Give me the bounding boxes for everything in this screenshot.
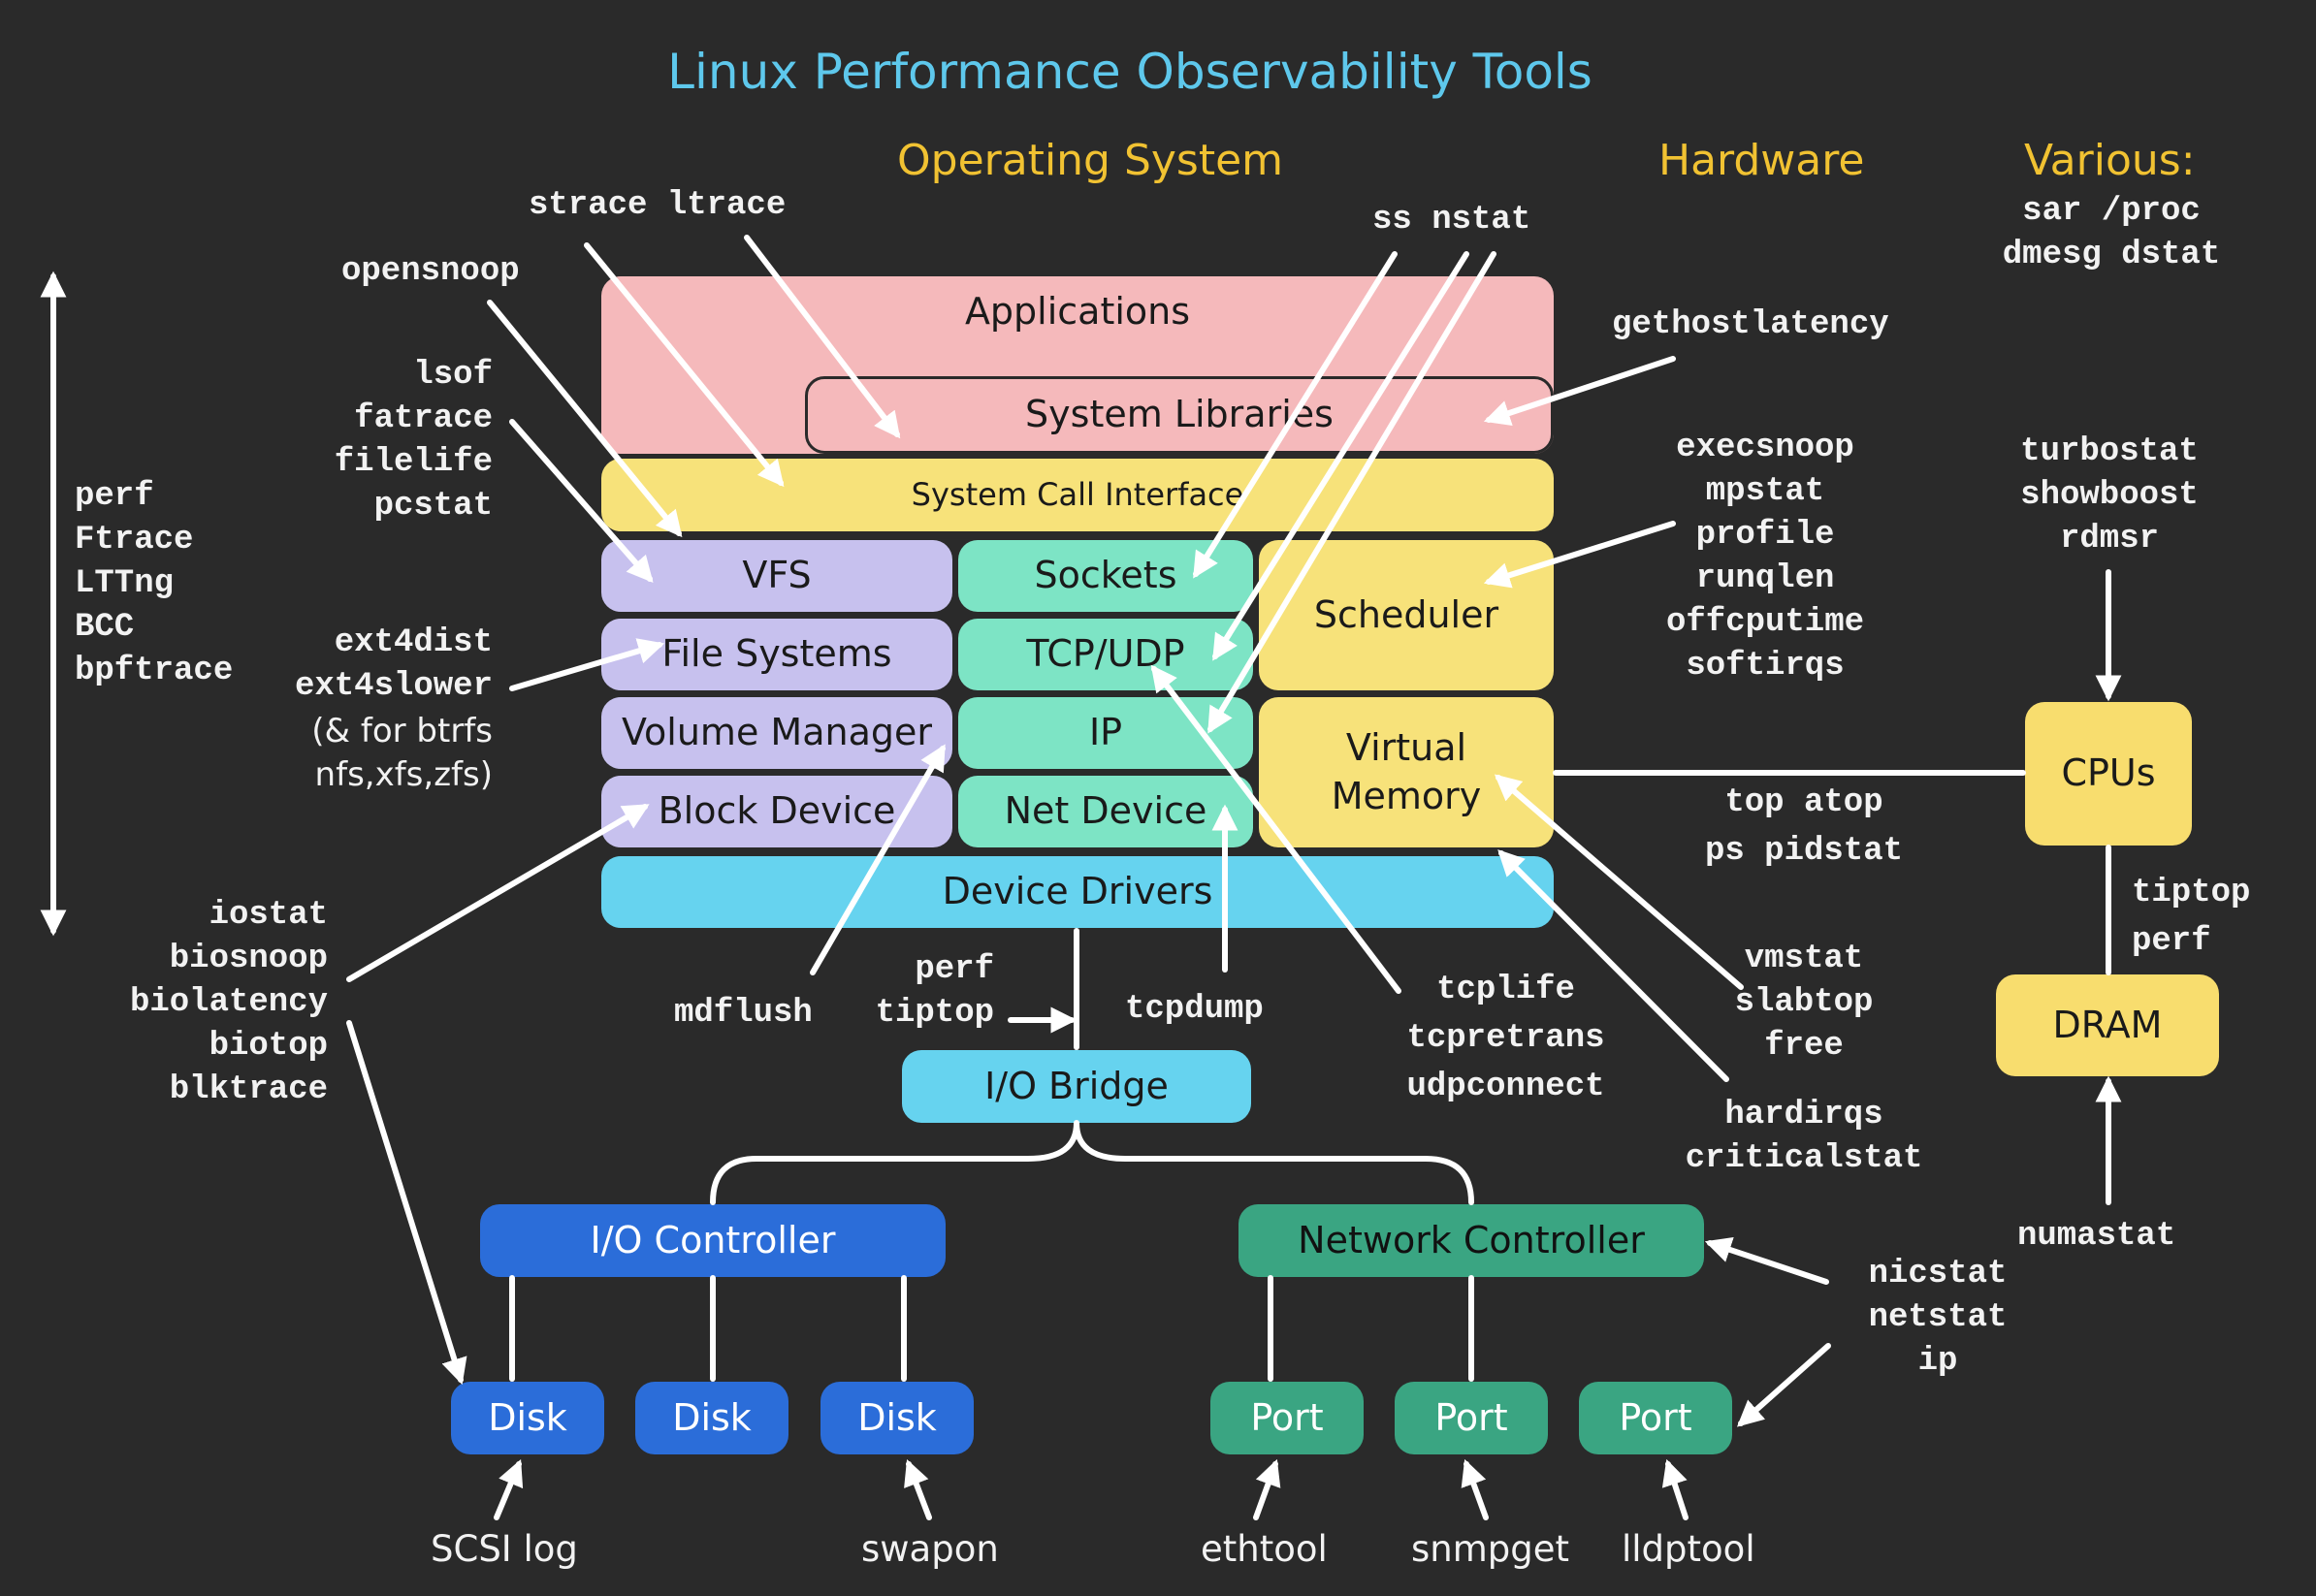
port-box-2: Port <box>1395 1382 1548 1454</box>
port-box-1: Port <box>1210 1382 1364 1454</box>
tcp-udp-label: TCP/UDP <box>1026 632 1185 676</box>
io-controller-box: I/O Controller <box>480 1204 946 1277</box>
ip-layer: IP <box>958 697 1253 769</box>
ethtool-label: ethtool <box>1201 1528 1328 1570</box>
ip-label: IP <box>1088 711 1123 754</box>
scheduler-tools-label: execsnoop mpstat profile runqlen offcput… <box>1665 430 1865 685</box>
port-box-3: Port <box>1579 1382 1732 1454</box>
tcp-tools-label: tcplife tcpretrans udpconnect <box>1406 972 1605 1105</box>
file-systems-layer: File Systems <box>601 619 952 690</box>
scheduler-layer: Scheduler <box>1259 540 1554 690</box>
system-call-interface-layer: System Call Interface <box>601 459 1554 531</box>
ss-nstat-label: ss nstat <box>1372 202 1531 239</box>
irq-tools-label: hardirqs criticalstat <box>1685 1097 1923 1177</box>
heading-various: Various: <box>2024 136 2196 185</box>
virtual-memory-label: Virtual Memory <box>1331 726 1482 817</box>
io-controller-label: I/O Controller <box>590 1218 836 1261</box>
cpu-tools-label: turbostat showboost rdmsr <box>2020 433 2199 558</box>
net-device-layer: Net Device <box>958 776 1253 847</box>
tiptop-perf-label: tiptop perf <box>2132 875 2251 960</box>
port-label: Port <box>1250 1395 1324 1439</box>
net-device-label: Net Device <box>1004 789 1207 833</box>
lsof-group-label: lsof fatrace filelife pcstat <box>334 357 493 525</box>
vfs-label: VFS <box>742 554 812 597</box>
lldptool-label: lldptool <box>1622 1528 1755 1570</box>
vm-tools-label: vmstat slabtop free <box>1734 941 1874 1065</box>
disk-label: Disk <box>857 1395 937 1439</box>
diagram-title: Linux Performance Observability Tools <box>667 44 1592 100</box>
perf-tiptop-label: perf tiptop <box>875 951 994 1032</box>
port-label: Port <box>1434 1395 1508 1439</box>
swapon-label: swapon <box>861 1528 999 1570</box>
scsi-log-label: SCSI log <box>431 1528 578 1570</box>
block-device-label: Block Device <box>658 789 896 833</box>
heading-hardware: Hardware <box>1658 136 1865 185</box>
network-controller-box: Network Controller <box>1238 1204 1704 1277</box>
system-libraries-layer: System Libraries <box>805 376 1554 454</box>
cpus-box: CPUs <box>2025 702 2192 846</box>
network-controller-label: Network Controller <box>1298 1218 1645 1261</box>
cpus-label: CPUs <box>2061 751 2156 795</box>
strace-ltrace-label: strace ltrace <box>529 187 787 224</box>
snmpget-label: snmpget <box>1411 1528 1570 1570</box>
applications-label: Applications <box>964 290 1191 333</box>
virtual-memory-layer: Virtual Memory <box>1259 697 1554 847</box>
disk-box-2: Disk <box>635 1382 788 1454</box>
dram-box: DRAM <box>1996 974 2219 1076</box>
disk-box-1: Disk <box>451 1382 604 1454</box>
various-tools: sar /proc dmesg dstat <box>2002 193 2221 273</box>
numastat-label: numastat <box>2017 1218 2176 1255</box>
net-tools-label: nicstat netstat ip <box>1868 1256 2008 1380</box>
system-call-interface-label: System Call Interface <box>911 475 1244 513</box>
sockets-label: Sockets <box>1034 554 1177 597</box>
scheduler-label: Scheduler <box>1313 592 1499 636</box>
tcp-udp-layer: TCP/UDP <box>958 619 1253 690</box>
tracers-list: perf Ftrace LTTng BCC bpftrace <box>75 478 234 689</box>
dram-label: DRAM <box>2052 1003 2163 1046</box>
tcpdump-label: tcpdump <box>1125 991 1264 1028</box>
system-libraries-label: System Libraries <box>1025 393 1334 436</box>
sockets-layer: Sockets <box>958 540 1253 612</box>
disk-label: Disk <box>488 1395 567 1439</box>
iostat-group-label: iostat biosnoop biolatency biotop blktra… <box>129 897 328 1108</box>
device-drivers-label: Device Drivers <box>942 870 1213 913</box>
mdflush-label: mdflush <box>674 995 813 1032</box>
disk-label: Disk <box>672 1395 752 1439</box>
block-device-layer: Block Device <box>601 776 952 847</box>
ext4-note-label: (& for btrfs nfs,xfs,zfs) <box>311 712 493 794</box>
gethostlatency-label: gethostlatency <box>1612 306 1889 343</box>
volume-manager-layer: Volume Manager <box>601 697 952 769</box>
disk-box-3: Disk <box>820 1382 974 1454</box>
vfs-layer: VFS <box>601 540 952 612</box>
volume-manager-label: Volume Manager <box>622 711 932 754</box>
io-bridge-box: I/O Bridge <box>902 1050 1251 1123</box>
device-drivers-layer: Device Drivers <box>601 856 1554 928</box>
heading-operating-system: Operating System <box>897 136 1284 185</box>
port-label: Port <box>1619 1395 1692 1439</box>
ext4-tools-label: ext4dist ext4slower <box>294 624 493 705</box>
opensnoop-label: opensnoop <box>341 253 520 290</box>
io-bridge-label: I/O Bridge <box>984 1064 1169 1107</box>
file-systems-label: File Systems <box>661 632 892 676</box>
top-tools-label: top atop ps pidstat <box>1704 784 1904 870</box>
